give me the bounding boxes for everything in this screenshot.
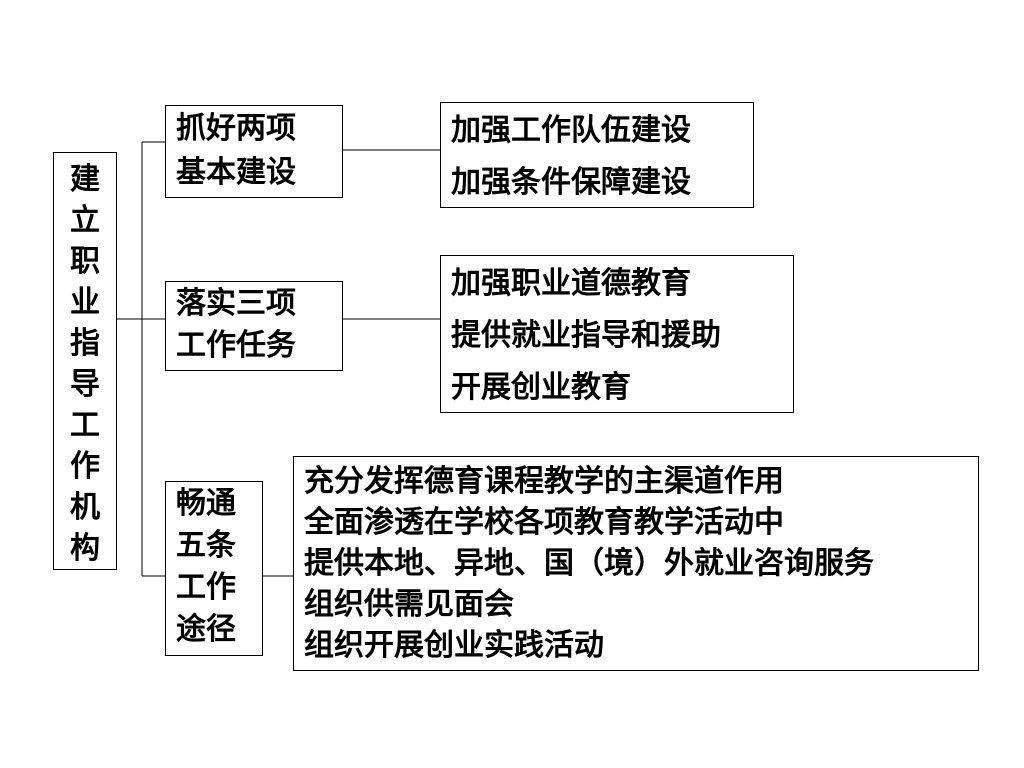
root-char: 作: [70, 449, 100, 484]
detail-item: 组织开展创业实践活动: [304, 628, 604, 663]
branch-1-label-line: 抓好两项: [176, 111, 296, 146]
root-char: 构: [70, 531, 100, 566]
detail-3-box: 充分发挥德育课程教学的主渠道作用 全面渗透在学校各项教育教学活动中 提供本地、异…: [293, 456, 979, 671]
detail-item: 加强条件保障建设: [451, 165, 691, 200]
root-char: 建: [70, 162, 100, 197]
root-char: 立: [70, 203, 100, 238]
branch-3-box: 畅通 五条 工作 途径: [165, 481, 263, 656]
detail-item: 加强工作队伍建设: [451, 113, 691, 148]
detail-item: 开展创业教育: [451, 370, 631, 405]
branch-2-label-line: 落实三项: [176, 286, 296, 321]
detail-2-box: 加强职业道德教育 提供就业指导和援助 开展创业教育: [440, 255, 794, 413]
detail-item: 充分发挥德育课程教学的主渠道作用: [304, 464, 784, 499]
branch-2-box: 落实三项 工作任务: [165, 281, 343, 371]
branch-1-box: 抓好两项 基本建设: [165, 105, 343, 198]
branch-1-label-line: 基本建设: [176, 155, 296, 190]
branch-3-label-line: 畅通: [176, 486, 236, 521]
branch-3-label-line: 工作: [176, 570, 236, 605]
detail-item: 组织供需见面会: [304, 587, 514, 622]
branch-2-label-line: 工作任务: [176, 328, 296, 363]
root-node-box: 建 立 职 业 指 导 工 作 机 构: [53, 152, 117, 570]
detail-item: 加强职业道德教育: [451, 266, 691, 301]
root-char: 机: [70, 490, 100, 525]
root-char: 指: [70, 326, 100, 361]
root-char: 职: [70, 244, 100, 279]
branch-3-label-line: 五条: [176, 528, 236, 563]
detail-1-box: 加强工作队伍建设 加强条件保障建设: [440, 102, 754, 208]
root-char: 导: [70, 367, 100, 402]
root-char: 工: [70, 408, 100, 443]
detail-item: 提供本地、异地、国（境）外就业咨询服务: [304, 546, 874, 581]
branch-3-label-line: 途径: [176, 612, 236, 647]
detail-item: 全面渗透在学校各项教育教学活动中: [304, 505, 784, 540]
detail-item: 提供就业指导和援助: [451, 318, 721, 353]
root-char: 业: [70, 285, 100, 320]
